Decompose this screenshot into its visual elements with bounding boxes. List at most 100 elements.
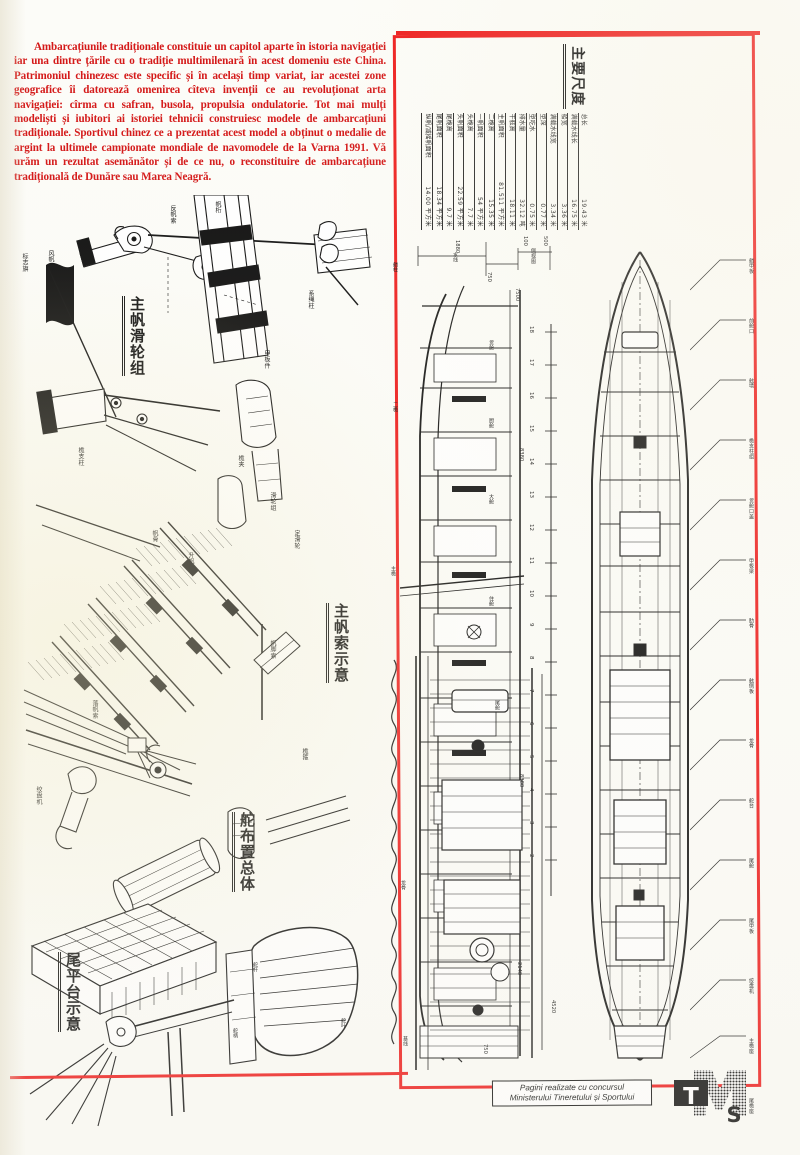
label-clew-line: 帆脚索 — [269, 640, 276, 660]
label-misc-main-mast: 主桅 — [390, 566, 396, 577]
station-number: 17 — [528, 359, 534, 366]
station-number: 11 — [528, 557, 534, 564]
spec-row-value: 18.11 米 — [505, 165, 516, 230]
label-flag: 标志旗 — [21, 253, 28, 273]
footer-credit-box: Pagini realizate cu concursul Ministerul… — [491, 1079, 653, 1107]
plan-callout-label: 主桅座 — [748, 1038, 754, 1054]
label-deck-fitting: 甲板件 — [263, 350, 270, 370]
spec-row-value: 3.36 米 — [557, 165, 568, 230]
spec-row-value: 19.43 米 — [578, 165, 588, 230]
station-number: 10 — [528, 590, 534, 597]
station-number: 18 — [528, 326, 534, 333]
spec-row-value: 54 平方米 — [474, 165, 485, 230]
ship-plan-view — [570, 240, 710, 1070]
spec-row-label: 型深 — [536, 112, 547, 166]
dim-4520: 4520 — [550, 1000, 556, 1014]
station-number: 9 — [528, 623, 534, 627]
plan-callout-label: 前舱口 — [748, 318, 754, 334]
label-yard: 帆桁 — [214, 201, 221, 214]
spec-row-value: 15.35 米 — [484, 165, 495, 230]
dim-100: 100 — [522, 236, 528, 246]
spec-row-value: 32.12 吨 — [515, 165, 527, 230]
plan-callout-label: 舵台 — [748, 798, 754, 809]
station-number: 5 — [528, 755, 534, 759]
label-sheet-post: 系绳柱 — [307, 290, 314, 310]
label-block-a: 滑轮组 — [269, 492, 276, 512]
station-number: 15 — [528, 425, 534, 432]
label-tackle: 定滑轮 — [293, 530, 300, 550]
spar-fittings-drawing — [20, 375, 380, 565]
plan-callout-label: 尾桅座 — [748, 1098, 754, 1114]
spec-table-title: 主要尺度 — [563, 44, 588, 109]
mts-logo: T S — [672, 1068, 758, 1127]
label-plan-stern-cabin: 尾舱 — [494, 700, 500, 711]
intro-paragraph: Ambarcațiunile tradiționale constituie u… — [14, 40, 386, 184]
label-rudder-blade: 舵叶 — [340, 1018, 346, 1029]
label-plan-base-line: 基线 — [402, 1036, 408, 1047]
label-sail: 风帆 — [47, 250, 54, 263]
spec-row-label: 二桅高 — [484, 112, 495, 166]
dim-7500: 7500 — [514, 288, 520, 302]
spec-row-value: 3.34 米 — [546, 165, 558, 230]
dim-2140: 2140 — [516, 962, 522, 976]
station-number: 2 — [528, 854, 534, 858]
spec-row-label: 干舷高 — [505, 112, 516, 166]
title-stern-platform: 尾平台示意 — [58, 952, 84, 1032]
spec-row-label: 型吃水 — [526, 112, 537, 166]
plan-callout-label: 艏甲板 — [748, 258, 754, 274]
label-rudder-stock: 舵杆 — [252, 962, 258, 973]
plan-callout-label: 舷墙 — [748, 378, 754, 389]
label-halyard: 升帆索 — [187, 552, 194, 572]
station-number: 4 — [528, 788, 534, 792]
label-sail-batten: 帆骨 — [151, 530, 158, 543]
spec-row-label: 船宽 — [557, 112, 568, 166]
label-plan-keel: 龙骨 — [400, 880, 406, 891]
station-number: 14 — [528, 458, 534, 465]
plan-callout-label: 桅支柱组 — [748, 438, 754, 460]
label-mast-band: 桅箍 — [301, 748, 308, 761]
logo-letter-t: T — [683, 1084, 699, 1110]
dim-500: 500 — [542, 236, 548, 246]
pulley-block-drawing — [18, 195, 378, 445]
station-number: 3 — [528, 821, 534, 825]
station-number: 13 — [528, 491, 534, 498]
spec-row-value: 16.75 米 — [567, 165, 579, 230]
label-plan-stem: 艏柱 — [392, 262, 398, 273]
label-misc-two-mast: 二桅 — [392, 402, 398, 413]
label-batten-rope: 反帆索 — [169, 205, 176, 225]
label-plan-living-cabin: 住舱 — [488, 596, 494, 607]
label-plan-main-hold: 大舱 — [488, 494, 494, 505]
plan-callout-leaders — [690, 246, 750, 1066]
label-mast-support: 桅支柱 — [77, 447, 84, 467]
footer-line-2: Ministerului Tineretului și Sportului — [509, 1092, 635, 1103]
spec-row-value: 0.77 米 — [536, 165, 547, 230]
spec-row-label: 主帆面积 — [494, 112, 506, 166]
rudder-layout-drawing — [20, 880, 380, 1130]
spec-row-value: 0.75 米 — [526, 165, 537, 230]
plan-callout-label: 尾甲板 — [748, 918, 754, 934]
spec-row-value: 14.00 平方米 — [422, 165, 433, 230]
spec-row-label: 一帆面积 — [474, 112, 485, 166]
spec-row-label: 头帆面积 — [453, 112, 464, 166]
plan-callout-label: 舷侧板 — [748, 678, 754, 694]
station-number: 8 — [528, 656, 534, 660]
label-downhaul: 落帆索 — [91, 700, 98, 720]
plan-callout-label: 货舱口盖 — [748, 498, 754, 520]
dim-750-b: 750 — [482, 1044, 488, 1054]
spec-row-value: 22.59 平方米 — [453, 165, 464, 230]
intro-text: Ambarcațiunile tradiționale constituie u… — [14, 41, 386, 183]
